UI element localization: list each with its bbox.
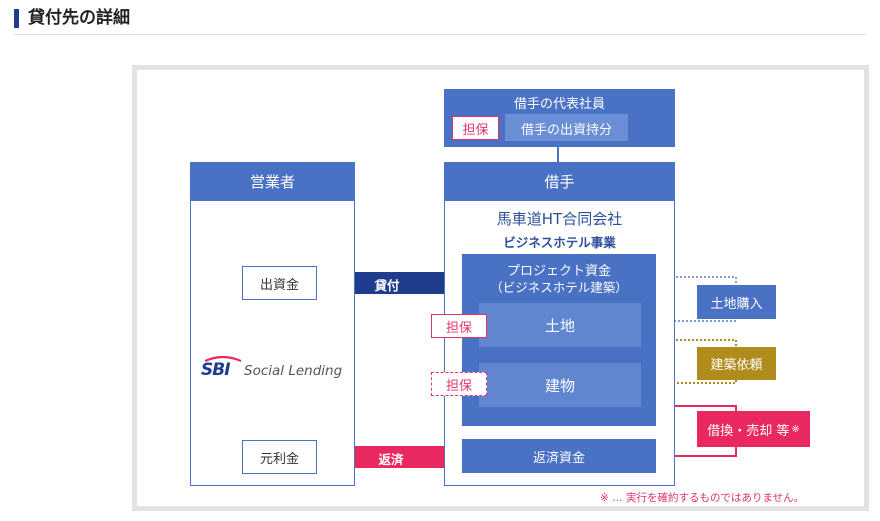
section-title-bar	[14, 9, 19, 28]
logo-social-lending-text: Social Lending	[244, 363, 343, 379]
repayment-funds-box: 返済資金	[462, 439, 656, 473]
refinance-label: 借換・売却 等	[707, 423, 790, 439]
representative-title: 借手の代表社員	[513, 97, 605, 112]
project-funds-title: プロジェクト資金	[506, 264, 611, 279]
investment-box: 出資金	[242, 266, 317, 300]
equity-label: 借手の出資持分	[520, 123, 612, 138]
sbi-social-lending-logo: SBI Social Lending	[199, 355, 349, 383]
construction-box: 建築依頼	[697, 347, 776, 380]
equity-collateral-tag: 担保	[452, 116, 499, 140]
building-box: 建物	[479, 363, 641, 407]
borrower-header: 借手	[444, 162, 675, 200]
loan-arrow-label: 貸付	[374, 278, 400, 293]
borrower-company: 馬車道HT合同会社	[496, 210, 623, 228]
land-collateral-tag: 担保	[431, 314, 487, 338]
project-funds-subtitle: （ビジネスホテル建築）	[490, 280, 628, 295]
sbi-logo-mark	[204, 355, 242, 363]
refinance-note-mark: ※	[791, 423, 800, 435]
land-purchase-box: 土地購入	[697, 285, 776, 319]
operator-column	[190, 200, 355, 486]
section-title: 貸付先の詳細	[28, 8, 130, 28]
repayment-box: 元利金	[242, 440, 317, 474]
section-divider	[14, 34, 866, 35]
operator-header: 営業者	[190, 162, 355, 200]
land-box: 土地	[479, 303, 641, 347]
footnote: ※ … 実行を確約するものではありません。	[600, 492, 805, 504]
building-collateral-tag: 担保	[431, 372, 487, 396]
refinance-box: 借換・売却 等 ※	[697, 411, 810, 447]
logo-sbi-text: SBI	[201, 360, 231, 380]
borrower-business: ビジネスホテル事業	[503, 235, 616, 250]
equity-box	[505, 114, 628, 141]
repay-arrow-label: 返済	[378, 452, 404, 467]
